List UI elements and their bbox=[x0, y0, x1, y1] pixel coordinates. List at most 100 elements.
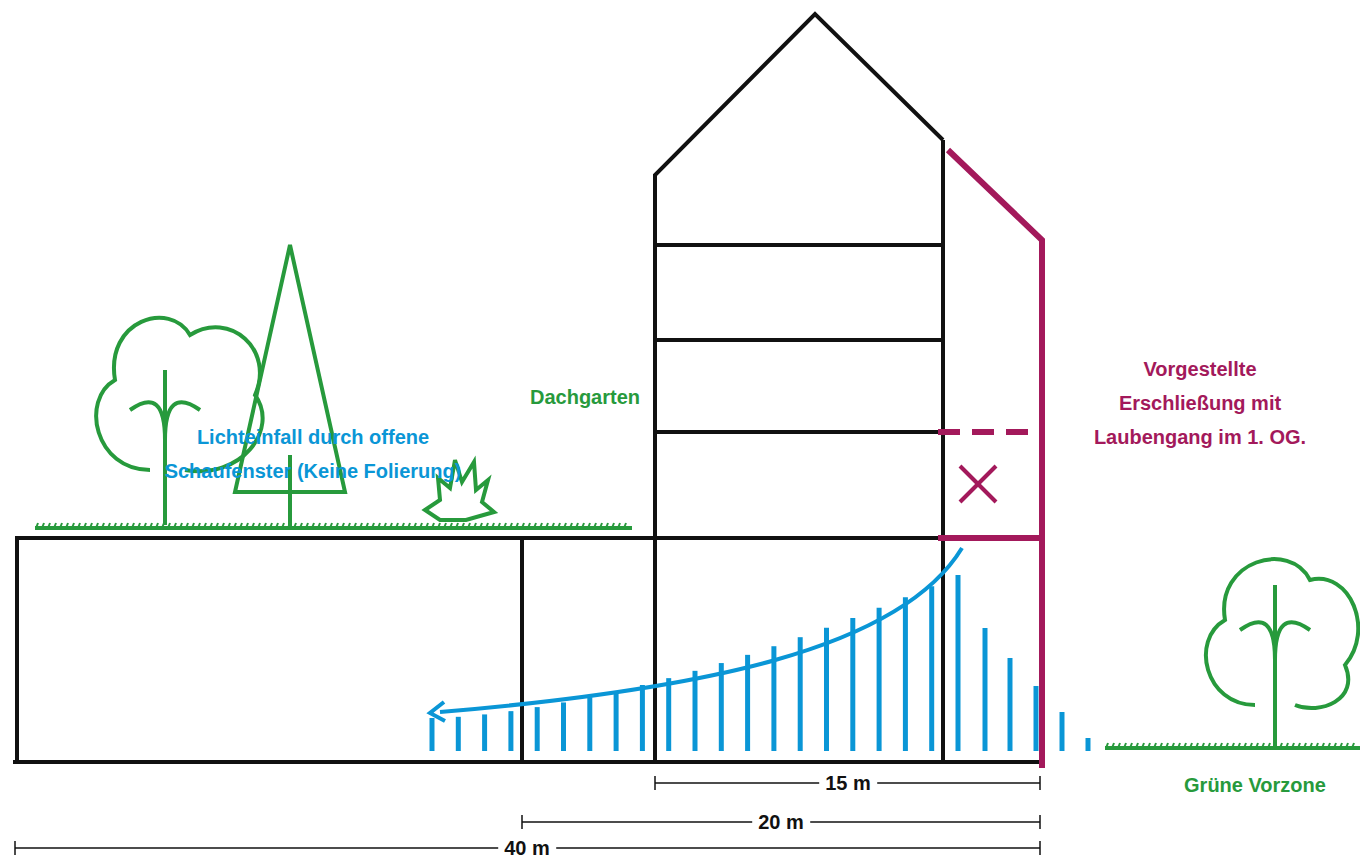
grass-stroke bbox=[618, 523, 620, 528]
grass-stroke bbox=[102, 523, 104, 528]
grass-stroke bbox=[354, 523, 356, 528]
light-bar bbox=[508, 711, 513, 751]
grass-stroke bbox=[246, 523, 248, 528]
grass-stroke bbox=[1244, 743, 1246, 748]
grass-stroke bbox=[108, 523, 110, 528]
grass-stroke bbox=[384, 523, 386, 528]
light-arrow bbox=[430, 548, 962, 721]
grass-stroke bbox=[276, 523, 278, 528]
grass-stroke bbox=[1184, 743, 1186, 748]
grass-stroke bbox=[576, 523, 578, 528]
grass-stroke bbox=[144, 523, 146, 528]
light-bar bbox=[666, 678, 671, 751]
grass-stroke bbox=[54, 523, 56, 528]
grass-stroke bbox=[258, 523, 260, 528]
grass-stroke bbox=[546, 523, 548, 528]
grass-stroke bbox=[360, 523, 362, 528]
grass-stroke bbox=[168, 523, 170, 528]
grass-texture bbox=[36, 523, 1354, 748]
grass-stroke bbox=[336, 523, 338, 528]
grass-stroke bbox=[60, 523, 62, 528]
grass-stroke bbox=[408, 523, 410, 528]
grass-stroke bbox=[420, 523, 422, 528]
grass-stroke bbox=[228, 523, 230, 528]
grass-stroke bbox=[216, 523, 218, 528]
grass-stroke bbox=[222, 523, 224, 528]
grass-stroke bbox=[1292, 743, 1294, 748]
grass-stroke bbox=[564, 523, 566, 528]
grass-stroke bbox=[198, 523, 200, 528]
grass-stroke bbox=[1334, 743, 1336, 748]
grass-stroke bbox=[1280, 743, 1282, 748]
grass-stroke bbox=[150, 523, 152, 528]
grass-stroke bbox=[594, 523, 596, 528]
grass-stroke bbox=[468, 523, 470, 528]
grass-stroke bbox=[90, 523, 92, 528]
grass-stroke bbox=[534, 523, 536, 528]
light-note: Lichteinfall durch offene Schaufenster (… bbox=[148, 420, 478, 488]
light-bar bbox=[824, 628, 829, 751]
grass-stroke bbox=[330, 523, 332, 528]
grass-stroke bbox=[462, 523, 464, 528]
grass-stroke bbox=[306, 523, 308, 528]
grass-stroke bbox=[1142, 743, 1144, 748]
grass-stroke bbox=[72, 523, 74, 528]
grass-stroke bbox=[240, 523, 242, 528]
grass-stroke bbox=[1310, 743, 1312, 748]
light-bar bbox=[1086, 738, 1091, 751]
grass-stroke bbox=[396, 523, 398, 528]
dimension-label: 15 m bbox=[819, 772, 877, 794]
light-bar bbox=[1060, 712, 1065, 751]
grass-stroke bbox=[1226, 743, 1228, 748]
grass-stroke bbox=[1124, 743, 1126, 748]
grass-stroke bbox=[390, 523, 392, 528]
grass-stroke bbox=[186, 523, 188, 528]
grass-stroke bbox=[1208, 743, 1210, 748]
light-bar bbox=[456, 717, 461, 751]
grass-stroke bbox=[612, 523, 614, 528]
grass-stroke bbox=[1166, 743, 1168, 748]
grass-stroke bbox=[1154, 743, 1156, 748]
building-outline bbox=[13, 14, 1045, 762]
grass-stroke bbox=[492, 523, 494, 528]
grass-stroke bbox=[48, 523, 50, 528]
grass-stroke bbox=[66, 523, 68, 528]
grass-stroke bbox=[1220, 743, 1222, 748]
grass-stroke bbox=[114, 523, 116, 528]
light-bar bbox=[956, 575, 961, 751]
grass-stroke bbox=[1340, 743, 1342, 748]
grass-stroke bbox=[270, 523, 272, 528]
grass-stroke bbox=[450, 523, 452, 528]
grass-stroke bbox=[162, 523, 164, 528]
light-bar bbox=[430, 718, 435, 751]
grass-stroke bbox=[78, 523, 80, 528]
dimension-label: 20 m bbox=[752, 811, 810, 833]
light-bar bbox=[482, 714, 487, 751]
green-elements bbox=[35, 245, 1360, 748]
grass-stroke bbox=[504, 523, 506, 528]
grass-stroke bbox=[432, 523, 434, 528]
grass-stroke bbox=[264, 523, 266, 528]
grass-stroke bbox=[342, 523, 344, 528]
grass-stroke bbox=[582, 523, 584, 528]
grass-stroke bbox=[204, 523, 206, 528]
light-bar bbox=[983, 628, 988, 751]
grass-stroke bbox=[588, 523, 590, 528]
grass-stroke bbox=[1238, 743, 1240, 748]
grass-stroke bbox=[1262, 743, 1264, 748]
grass-stroke bbox=[372, 523, 374, 528]
grass-stroke bbox=[300, 523, 302, 528]
grass-stroke bbox=[348, 523, 350, 528]
grass-stroke bbox=[528, 523, 530, 528]
grass-stroke bbox=[1118, 743, 1120, 748]
light-bar bbox=[903, 597, 908, 751]
grass-stroke bbox=[486, 523, 488, 528]
light-bar bbox=[535, 707, 540, 751]
grass-stroke bbox=[516, 523, 518, 528]
grass-stroke bbox=[600, 523, 602, 528]
grass-stroke bbox=[1232, 743, 1234, 748]
grass-stroke bbox=[498, 523, 500, 528]
grass-stroke bbox=[126, 523, 128, 528]
grass-stroke bbox=[120, 523, 122, 528]
grass-stroke bbox=[252, 523, 254, 528]
